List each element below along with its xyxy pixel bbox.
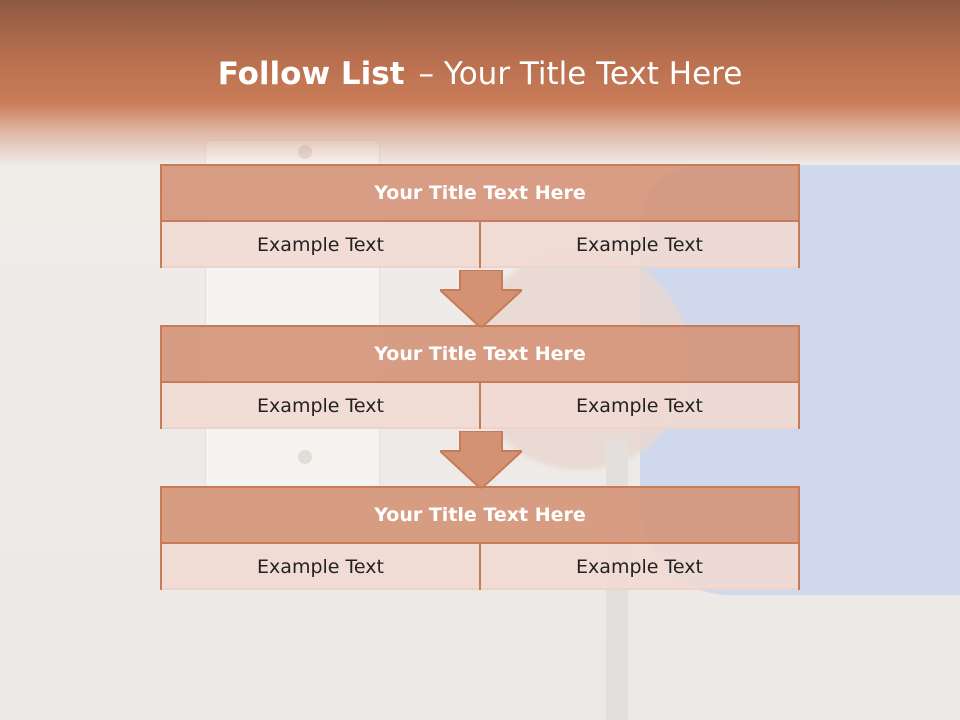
step-cell-right: Example Text bbox=[479, 383, 798, 429]
step-box-3: Your Title Text Here Example Text Exampl… bbox=[160, 486, 800, 590]
title-banner bbox=[0, 0, 960, 165]
step-cell-left: Example Text bbox=[162, 383, 479, 429]
step-cell-right: Example Text bbox=[479, 544, 798, 590]
slide-title: Follow List – Your Title Text Here bbox=[0, 56, 960, 92]
step-cell-left: Example Text bbox=[162, 222, 479, 268]
title-bold: Follow List bbox=[217, 56, 405, 92]
down-arrow-icon bbox=[440, 270, 522, 328]
step-title: Your Title Text Here bbox=[162, 166, 798, 222]
step-box-1: Your Title Text Here Example Text Exampl… bbox=[160, 164, 800, 268]
step-row: Example Text Example Text bbox=[162, 222, 798, 268]
step-box-2: Your Title Text Here Example Text Exampl… bbox=[160, 325, 800, 429]
down-arrow-icon bbox=[440, 431, 522, 489]
step-row: Example Text Example Text bbox=[162, 383, 798, 429]
step-cell-right: Example Text bbox=[479, 222, 798, 268]
step-cell-left: Example Text bbox=[162, 544, 479, 590]
title-rest: – Your Title Text Here bbox=[418, 56, 743, 92]
step-row: Example Text Example Text bbox=[162, 544, 798, 590]
screw-bottom bbox=[298, 450, 312, 464]
step-title: Your Title Text Here bbox=[162, 488, 798, 544]
step-title: Your Title Text Here bbox=[162, 327, 798, 383]
